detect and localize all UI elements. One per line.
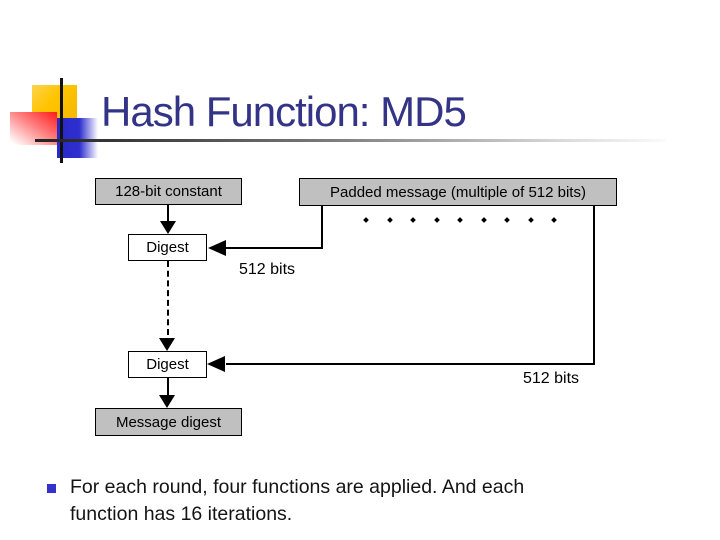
- block-dot: [457, 217, 463, 223]
- connector-constant-to-digest1: [167, 205, 169, 223]
- box-128bit-constant: 128-bit constant: [95, 178, 242, 205]
- bullet-paragraph: For each round, four functions are appli…: [70, 474, 670, 528]
- block-dot: [386, 217, 393, 223]
- logo-crosshair-vertical-line: [60, 78, 63, 163]
- logo-blue-square: [57, 118, 98, 158]
- box-padded-message: Padded message (multiple of 512 bits): [299, 178, 617, 206]
- bullet-line-2: function has 16 iterations.: [70, 503, 293, 525]
- arrowhead-left-icon: [207, 356, 225, 372]
- connector-padded-to-digest1-horizontal: [226, 247, 323, 249]
- block-dot: [410, 217, 416, 223]
- arrowhead-down-icon: [159, 338, 175, 351]
- label-512-bits-second: 512 bits: [523, 370, 580, 387]
- slide-title: Hash Function: MD5: [101, 88, 467, 135]
- title-divider-line: [35, 139, 665, 142]
- connector-padded-to-digest2-horizontal: [226, 363, 595, 365]
- arrowhead-down-icon: [160, 221, 176, 234]
- label-512-bits-first: 512 bits: [239, 261, 296, 278]
- bullet-line-1: For each round, four functions are appli…: [70, 476, 525, 498]
- connector-digest1-to-digest2-dashed: [167, 261, 169, 335]
- block-dot: [363, 217, 369, 223]
- block-marker-dots: [363, 216, 557, 224]
- block-dot: [527, 217, 534, 223]
- connector-digest2-to-message-digest: [167, 378, 169, 396]
- block-dot: [551, 217, 557, 223]
- block-dot: [504, 217, 510, 223]
- arrowhead-left-icon: [208, 240, 226, 256]
- box-digest-2: Digest: [128, 351, 207, 378]
- box-message-digest: Message digest: [95, 408, 242, 436]
- block-dot: [480, 217, 487, 223]
- connector-padded-to-digest1-vertical: [321, 206, 323, 248]
- box-digest-1: Digest: [128, 234, 207, 261]
- connector-padded-to-digest2-vertical: [593, 206, 595, 364]
- block-dot: [433, 217, 440, 223]
- arrowhead-down-icon: [159, 395, 175, 408]
- bullet-square-icon: [47, 484, 56, 493]
